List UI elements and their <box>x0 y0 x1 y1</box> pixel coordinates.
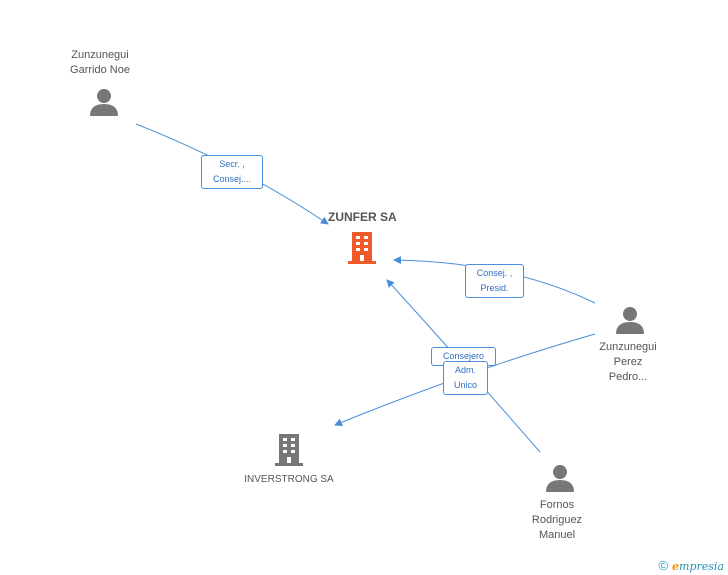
person-3-line-1: Fornos <box>539 499 575 511</box>
building-icon[interactable] <box>346 230 378 266</box>
person-3-line-3: Manuel <box>538 529 576 541</box>
person-2-line-2: Perez <box>613 356 643 368</box>
person-icon[interactable] <box>89 87 119 117</box>
person-2-line-1: Zunzunegui <box>599 341 657 353</box>
person-1-line-2: Garrido Noe <box>70 64 130 76</box>
person-name-1[interactable]: Zunzunegui Garrido Noe <box>50 48 150 78</box>
brand-e: e <box>672 560 680 573</box>
person-icon[interactable] <box>545 463 575 493</box>
person-name-3[interactable]: Fornos Rodriguez Manuel <box>507 498 607 543</box>
edge-label-line: Consejero <box>442 351 485 361</box>
person-name-2[interactable]: Zunzunegui Perez Pedro... <box>578 340 678 385</box>
company-name-inverstrong[interactable]: INVERSTRONG SA <box>244 474 334 485</box>
person-1-line-1: Zunzunegui <box>71 49 129 61</box>
center-company-name: ZUNFER SA <box>328 210 397 224</box>
edge-label-line: Secr. , <box>219 159 245 169</box>
copyright-symbol: © <box>658 558 669 573</box>
edge-label-adm-unico[interactable]: Adm. Unico <box>443 361 488 395</box>
person-3-line-2: Rodriguez <box>531 514 583 526</box>
person-icon[interactable] <box>615 305 645 335</box>
edge-label-line: Adm. <box>454 365 476 375</box>
edge-label-line: Unico <box>453 380 477 390</box>
edge-label-consej-presid[interactable]: Consej. , Presid. <box>465 264 524 298</box>
person-2-line-3: Pedro... <box>608 371 648 383</box>
edge-label-line: Consej.... <box>212 174 252 184</box>
brand-rest: mpresia <box>679 560 724 573</box>
building-icon[interactable] <box>273 432 305 468</box>
edge-label-line: Consej. , <box>476 268 513 278</box>
edge-label-secr-consej[interactable]: Secr. , Consej.... <box>201 155 263 189</box>
empresia-brand[interactable]: ©empresia <box>658 558 724 573</box>
edge-label-line: Presid. <box>480 283 509 293</box>
